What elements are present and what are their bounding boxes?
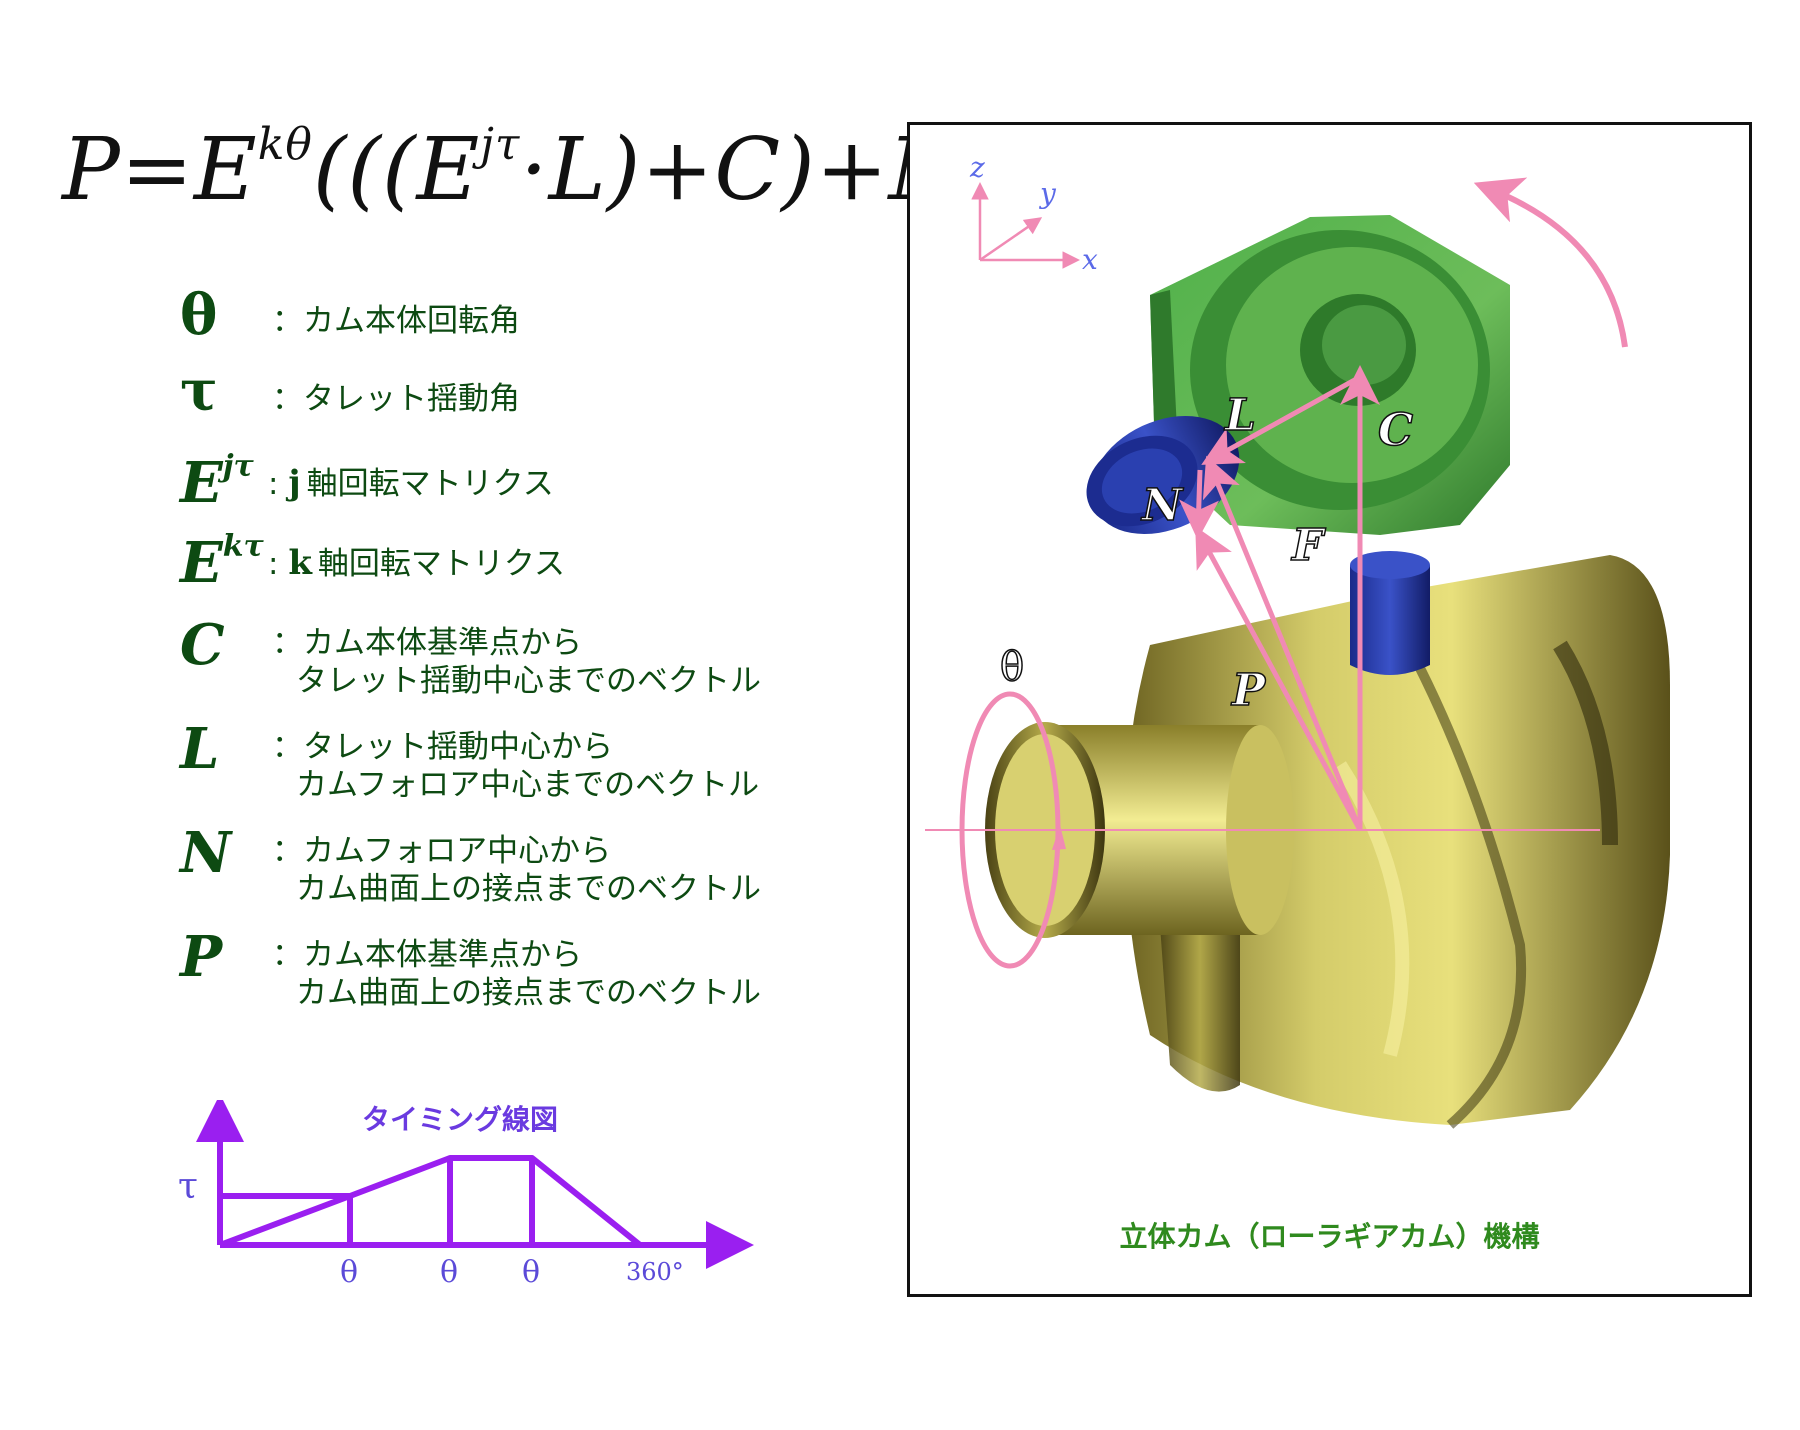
timing-diagram: τ θ θ θ 360°: [178, 1100, 754, 1290]
formula-sup-j-tau: jτ: [480, 119, 521, 171]
vector-label-n: N: [1140, 480, 1184, 531]
axis-label-z: z: [969, 151, 985, 184]
timing-title: タイミング線図: [361, 1103, 558, 1136]
vector-n: [1179, 469, 1219, 540]
mechanism-illustration: z y x: [925, 151, 1670, 1129]
legend-text-2: カム曲面上の接点までのベクトル: [296, 975, 761, 1011]
vector-label-c: C: [1378, 405, 1413, 456]
formula-part-mid: (((E: [312, 120, 481, 220]
legend-symbol: N: [180, 820, 232, 886]
legend-text: ：タレット揺動角: [272, 381, 520, 417]
legend-text-2: カム曲面上の接点までのベクトル: [296, 871, 761, 907]
timing-x-label-2: θ: [440, 1255, 458, 1290]
legend-text: ：カム本体基準点から: [272, 625, 582, 661]
legend-text-2: タレット揺動中心までのベクトル: [296, 663, 761, 699]
legend-symbol: Ekτ: [180, 529, 264, 596]
legend-text: ：タレット揺動中心から: [272, 729, 613, 765]
legend-symbol: P: [180, 924, 223, 990]
main-formula: P=Ekθ(((Ejτ·L)+C)+N): [62, 119, 999, 260]
vector-label-p: P: [1230, 665, 1267, 716]
vector-label-f: F: [1290, 520, 1326, 571]
coordinate-axes: z y x: [969, 151, 1098, 276]
timing-x-label-3: θ: [522, 1255, 540, 1290]
theta-rotation: [959, 691, 1066, 969]
timing-curve: [218, 1155, 642, 1248]
timing-y-label: τ: [178, 1166, 198, 1207]
legend-text: ：カム本体回転角: [272, 303, 520, 339]
legend-text-2: カムフォロア中心までのベクトル: [296, 767, 760, 803]
turret-post: [1350, 551, 1430, 675]
legend-text: ：カム本体基準点から: [272, 937, 582, 973]
rotation-arrow-icon: [1473, 177, 1628, 348]
formula-sup-k-theta: kθ: [257, 119, 313, 171]
vector-f: [1202, 455, 1363, 831]
theta-label: θ: [1000, 644, 1024, 690]
axis-label-y: y: [1038, 177, 1057, 210]
timing-x-label-360: 360°: [626, 1258, 684, 1286]
legend-symbol: Ejτ: [180, 449, 254, 516]
legend-symbol: θ: [180, 282, 218, 348]
legend-symbol: τ: [180, 358, 218, 424]
vector-l: [1201, 374, 1362, 465]
axis-label-x: x: [1082, 243, 1098, 276]
vector-label-l: L: [1223, 390, 1256, 441]
vector-p: [1195, 526, 1363, 832]
figure-caption: 立体カム（ローラギアカム）機構: [1119, 1220, 1540, 1253]
formula-part-p: P=E: [62, 120, 258, 220]
timing-x-label-1: θ: [340, 1255, 358, 1290]
legend-symbol: L: [180, 716, 220, 782]
mechanism-figure-panel: z y x: [907, 122, 1752, 1297]
legend-symbol: C: [180, 612, 225, 678]
legend-text: ：カムフォロア中心から: [272, 833, 612, 869]
